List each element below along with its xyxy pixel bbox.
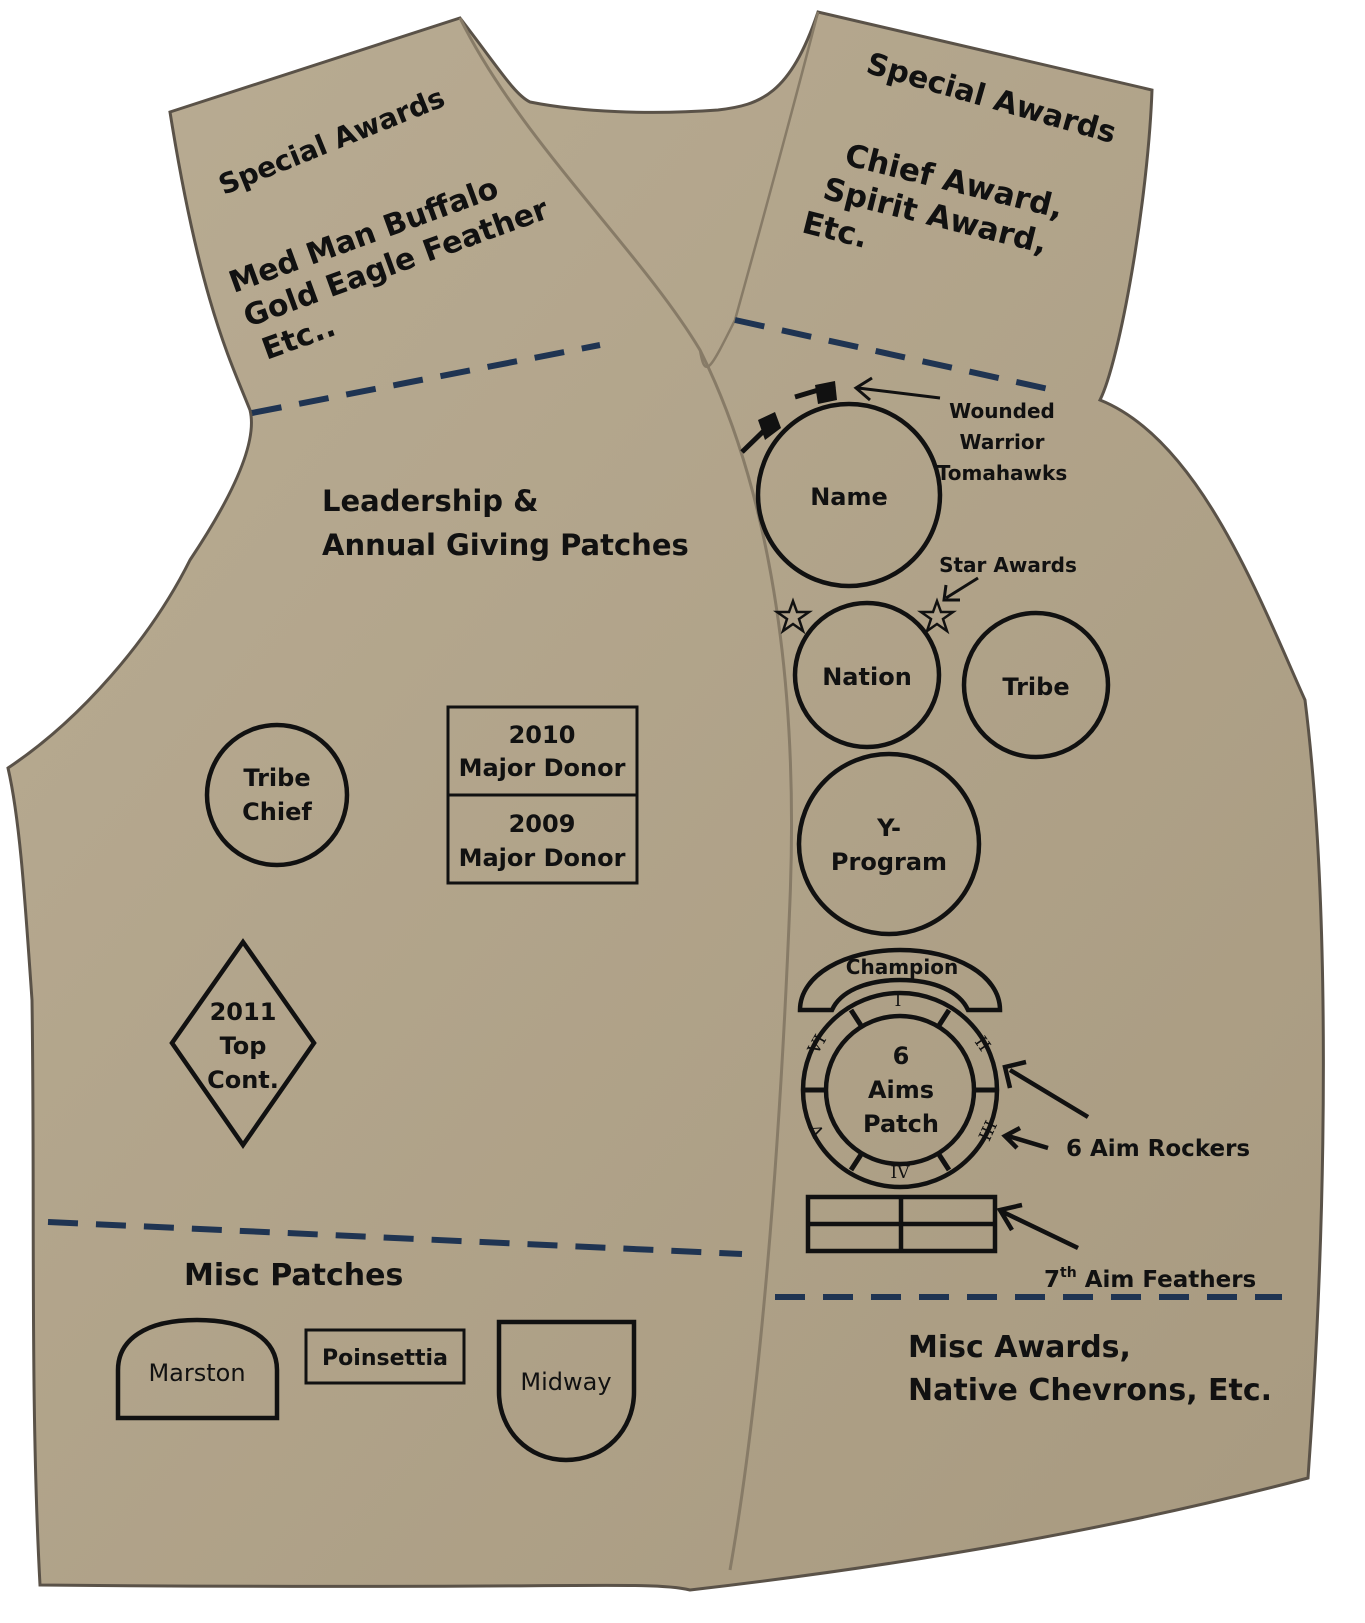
star-awards-label: Star Awards <box>939 553 1077 577</box>
tribe-label: Tribe <box>1002 673 1069 701</box>
dashed-line-left-top <box>251 342 601 416</box>
tomahawks-arrowhead <box>853 376 873 402</box>
feathers-arrow <box>1002 1209 1079 1251</box>
six-aims-label-2: Aims <box>868 1076 934 1104</box>
top-contributor-patch <box>169 938 317 1149</box>
top-contributor-line3: Cont. <box>207 1066 279 1094</box>
star-awards-arrow <box>945 576 979 600</box>
name-patch-label: Name <box>810 483 888 511</box>
aim-rockers-arrowhead-2 <box>1001 1126 1022 1150</box>
leadership-heading-line1: Leadership & <box>322 484 538 518</box>
y-program-label-2: Program <box>831 848 947 876</box>
nation-label: Nation <box>822 663 912 691</box>
name-patch <box>755 401 943 589</box>
star-icon <box>773 597 813 635</box>
midway-label: Midway <box>520 1368 611 1396</box>
poinsettia-patch <box>304 1328 466 1385</box>
donor-2010-year: 2010 <box>509 721 576 749</box>
tribe-chief-label-2: Chief <box>242 798 312 826</box>
marston-label: Marston <box>148 1359 245 1387</box>
champion-label: Champion <box>846 955 958 979</box>
aim-rockers-arrow-1 <box>1008 1068 1090 1119</box>
tomahawks-label-3: Tomahawks <box>937 461 1067 485</box>
left-front-edge <box>458 17 793 1571</box>
tomahawks-label-2: Warrior <box>959 430 1044 454</box>
top-contributor-line2: Top <box>220 1032 267 1060</box>
marston-patch <box>115 1317 280 1421</box>
feathers-label: 7th Aim Feathers <box>1044 1265 1256 1293</box>
rocker-numeral-4: IV <box>891 1163 911 1183</box>
donor-2010-label: Major Donor <box>459 754 626 782</box>
six-aims-label-3: Patch <box>863 1110 939 1138</box>
tomahawks-label-1: Wounded <box>949 399 1055 423</box>
star-awards-arrowhead <box>942 584 960 602</box>
tribe-patch <box>961 610 1111 760</box>
dashed-line-left-bottom <box>47 1219 743 1257</box>
feathers-arrowhead <box>996 1202 1023 1232</box>
y-program-patch <box>796 751 982 937</box>
rocker-dividers <box>803 1008 997 1172</box>
y-program-label-1: Y- <box>876 814 901 842</box>
feathers-label-superscript: th <box>1060 1265 1077 1281</box>
nation-patch <box>792 600 942 750</box>
tribe-chief-patch <box>204 722 350 868</box>
tribe-chief-label-1: Tribe <box>243 764 310 792</box>
aim-rockers-arrowhead-1 <box>1002 1059 1027 1089</box>
dashed-line-right-top <box>734 317 1063 395</box>
donor-2009-patch <box>446 793 639 885</box>
leadership-heading-line2: Annual Giving Patches <box>322 528 689 562</box>
misc-patches-heading: Misc Patches <box>184 1258 403 1293</box>
top-contributor-year: 2011 <box>210 998 277 1026</box>
misc-awards-line1: Misc Awards, <box>908 1330 1131 1365</box>
star-icon <box>917 597 957 635</box>
tomahawks-arrow <box>857 386 941 400</box>
six-aims-label-1: 6 <box>893 1042 910 1070</box>
champion-rocker <box>797 947 1003 1013</box>
feathers-label-prefix: 7 <box>1044 1267 1060 1293</box>
tomahawk-icon <box>740 381 837 454</box>
collar-fold <box>698 11 820 369</box>
feathers-label-rest: Aim Feathers <box>1077 1267 1257 1293</box>
rocker-numeral-1: I <box>895 991 902 1011</box>
aim-rockers-arrow-2 <box>1007 1133 1049 1151</box>
aim-rockers-label: 6 Aim Rockers <box>1066 1136 1250 1162</box>
donor-2009-label: Major Donor <box>459 844 626 872</box>
misc-awards-line2: Native Chevrons, Etc. <box>908 1373 1272 1408</box>
poinsettia-label: Poinsettia <box>322 1346 448 1371</box>
midway-patch <box>496 1319 637 1463</box>
donor-2009-year: 2009 <box>509 810 576 838</box>
